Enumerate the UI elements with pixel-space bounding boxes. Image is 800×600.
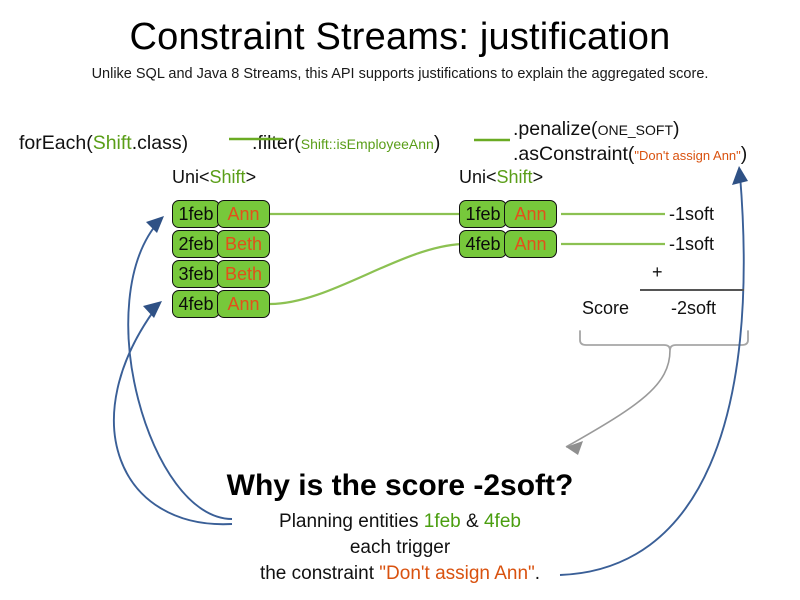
code-penalize-method: .penalize( xyxy=(513,118,598,140)
page-subtitle: Unlike SQL and Java 8 Streams, this API … xyxy=(91,66,709,82)
code-as-constraint-tail: ) xyxy=(740,143,748,165)
code-filter: .filter(Shift::isEmployeeAnn) xyxy=(252,132,440,155)
code-filter-method: .filter( xyxy=(252,132,301,154)
score-brace xyxy=(579,330,749,351)
code-as-constraint-arg: "Don't assign Ann" xyxy=(634,148,741,163)
shift-chip-date: 1feb xyxy=(172,200,220,228)
code-penalize-arg: ONE_SOFT xyxy=(597,122,674,138)
score-operator: + xyxy=(652,262,663,282)
uni-right-suffix: > xyxy=(532,167,544,187)
uni-left-suffix: > xyxy=(245,167,257,187)
code-as-constraint-method: .asConstraint( xyxy=(513,143,635,165)
explanation-heading: Why is the score -2soft? xyxy=(226,469,574,502)
score-total: -2soft xyxy=(671,298,717,318)
score-label: Score xyxy=(582,298,630,318)
justify-arrow-constraint-head xyxy=(732,166,748,185)
brace-arrow-head xyxy=(566,441,583,455)
shift-chip-date: 4feb xyxy=(172,290,220,318)
code-foreach: forEach(Shift.class) xyxy=(19,132,188,155)
shift-chip-employee: Beth xyxy=(217,260,270,288)
explanation-entity-1feb: 1feb xyxy=(423,511,461,532)
brace-arrow-line xyxy=(565,349,671,448)
impact-value-2: -1soft xyxy=(669,234,715,254)
impact-value-1: -1soft xyxy=(669,204,715,224)
shift-chip-employee: Ann xyxy=(504,200,557,228)
shift-chip-date: 4feb xyxy=(459,230,507,258)
code-filter-ref: Shift::isEmployeeAnn xyxy=(300,136,434,152)
justify-arrow-4feb-head xyxy=(143,301,162,318)
uni-right-type: Shift xyxy=(496,167,533,187)
shift-chip-employee: Ann xyxy=(217,200,270,228)
uni-label-left: Uni<Shift> xyxy=(172,167,256,188)
shift-chip-employee: Ann xyxy=(504,230,557,258)
uni-left-prefix: Uni< xyxy=(172,167,210,187)
justify-arrow-1feb-head xyxy=(146,216,164,233)
code-as-constraint: .asConstraint("Don't assign Ann") xyxy=(513,143,747,166)
code-penalize: .penalize(ONE_SOFT) xyxy=(513,118,680,141)
explanation-entity-4feb: 4feb xyxy=(483,511,521,532)
uni-right-prefix: Uni< xyxy=(459,167,497,187)
explanation-line-3-post: . xyxy=(534,563,541,584)
explanation-constraint-name: "Don't assign Ann" xyxy=(379,563,535,584)
uni-left-type: Shift xyxy=(209,167,246,187)
code-penalize-tail: ) xyxy=(673,118,680,140)
code-foreach-method: forEach( xyxy=(19,132,93,154)
explanation-line-1-amp: & xyxy=(460,511,484,532)
explanation-line-2: each trigger xyxy=(349,537,451,558)
explanation-line-1-pre: Planning entities xyxy=(279,511,424,532)
score-sum-rule xyxy=(640,289,744,291)
shift-chip-date: 1feb xyxy=(459,200,507,228)
shift-chip-employee: Beth xyxy=(217,230,270,258)
code-foreach-tail: .class) xyxy=(131,132,189,154)
code-filter-tail: ) xyxy=(433,132,441,154)
uni-label-right: Uni<Shift> xyxy=(459,167,543,188)
explanation-line-3: the constraint "Don't assign Ann". xyxy=(0,563,800,585)
shift-chip-date: 2feb xyxy=(172,230,220,258)
shift-chip-date: 3feb xyxy=(172,260,220,288)
page-title: Constraint Streams: justification xyxy=(129,16,671,58)
explanation-line-1: Planning entities 1feb & 4feb xyxy=(0,511,800,533)
code-foreach-type: Shift xyxy=(92,132,132,154)
explanation-line-3-pre: the constraint xyxy=(259,563,380,584)
stream-link-4feb xyxy=(269,242,463,306)
shift-chip-employee: Ann xyxy=(217,290,270,318)
